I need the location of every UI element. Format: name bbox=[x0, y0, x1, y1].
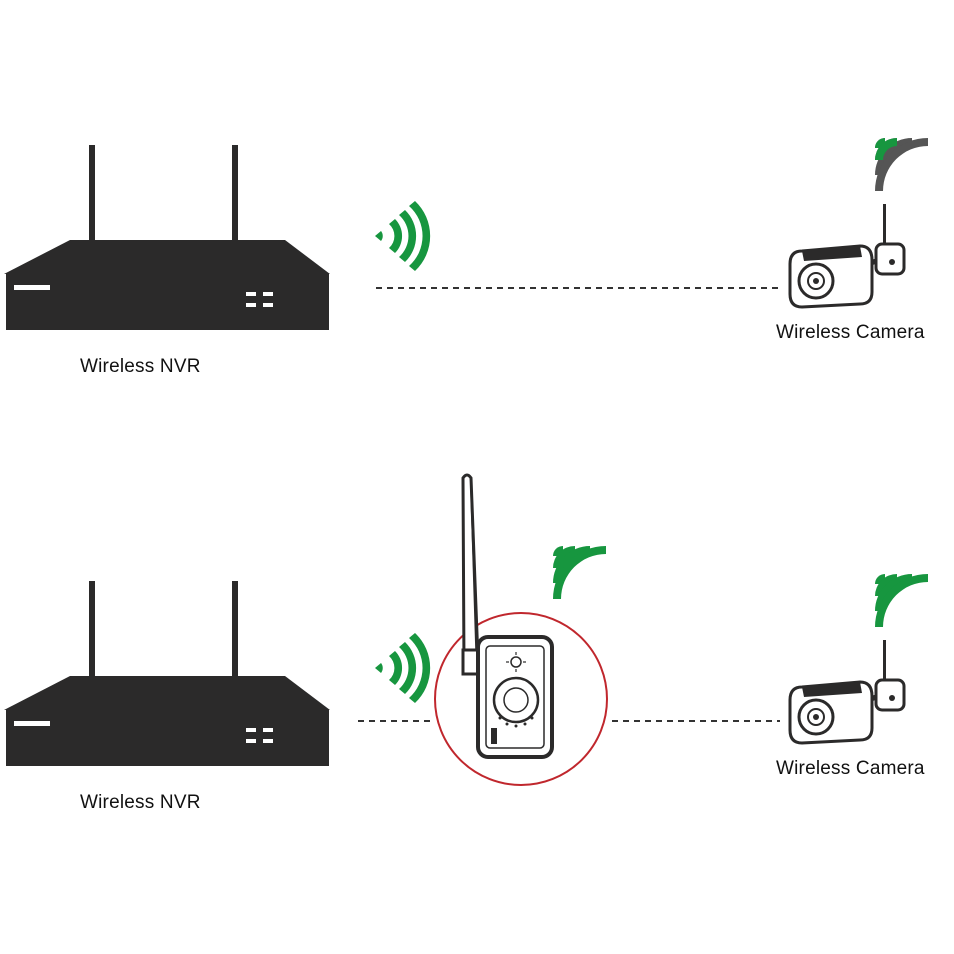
highlight-ring bbox=[434, 612, 608, 786]
nvr-icon bbox=[4, 145, 330, 330]
camera-wifi-strong-signal-icon bbox=[875, 574, 928, 627]
nvr-wifi-signal-icon bbox=[375, 201, 431, 271]
camera-label: Wireless Camera bbox=[776, 758, 925, 779]
nvr-label: Wireless NVR bbox=[80, 792, 201, 813]
repeater-wifi-signal-icon bbox=[553, 546, 606, 599]
nvr-wifi-signal-icon bbox=[375, 633, 431, 703]
camera-label: Wireless Camera bbox=[776, 322, 925, 343]
camera-icon bbox=[790, 204, 904, 307]
camera-icon bbox=[790, 640, 904, 743]
nvr-icon bbox=[4, 581, 330, 766]
nvr-label: Wireless NVR bbox=[80, 356, 201, 377]
camera-wifi-weak-signal-icon bbox=[875, 138, 928, 191]
repeater-icon bbox=[434, 473, 608, 786]
